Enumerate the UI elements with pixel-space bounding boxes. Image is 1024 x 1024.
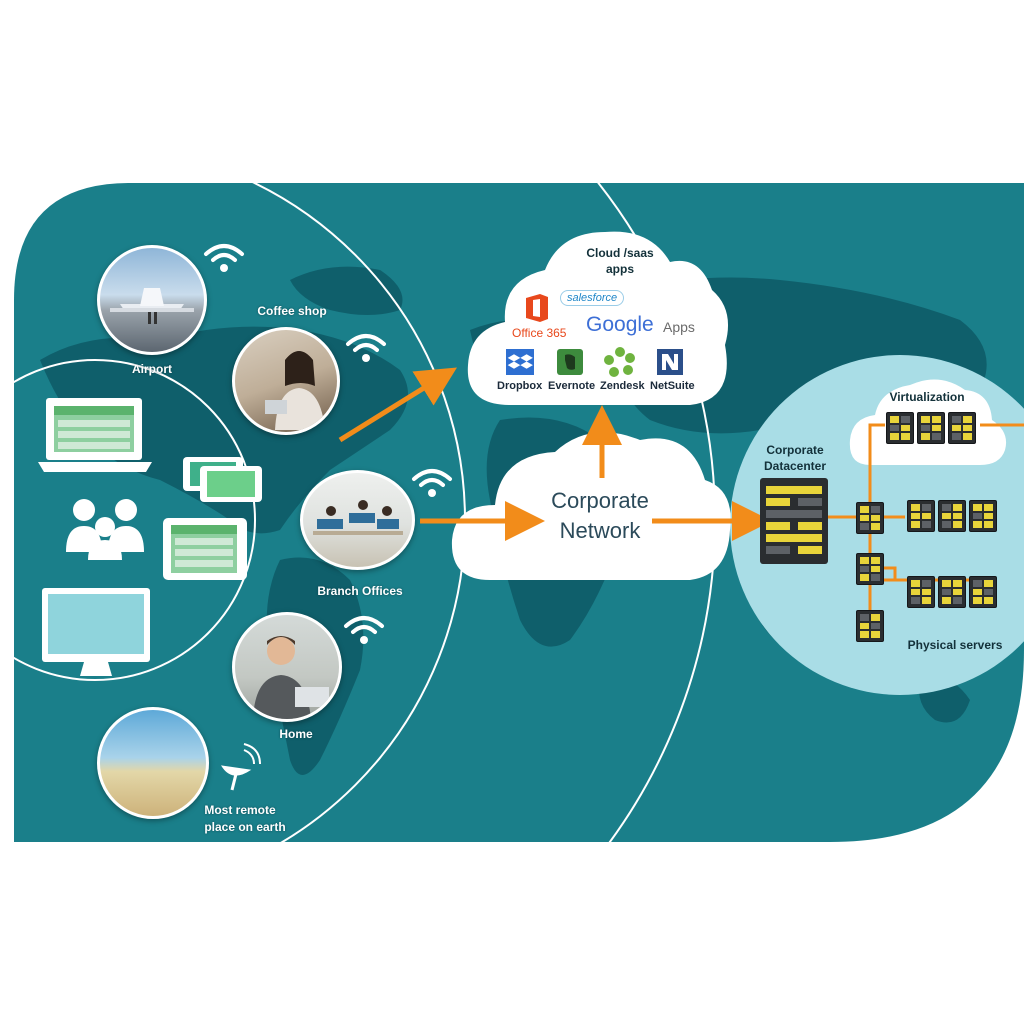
evernote-logo xyxy=(556,348,584,376)
salesforce-label: salesforce xyxy=(560,290,625,306)
evernote-icon xyxy=(557,349,583,375)
physical-servers-label: Physical servers xyxy=(907,638,1003,652)
server-icon xyxy=(907,500,935,532)
server-icon xyxy=(969,576,997,608)
zendesk-logo xyxy=(604,346,636,378)
datacenter-rack xyxy=(760,478,828,564)
airplane-icon xyxy=(110,288,194,324)
corporate-network-cloud xyxy=(451,432,731,580)
evernote-label: Evernote xyxy=(548,380,596,392)
monitor-icon xyxy=(42,588,150,676)
office-desks-icon xyxy=(313,500,403,535)
phones-icon xyxy=(183,457,262,502)
zendesk-label: Zendesk xyxy=(600,380,645,392)
wifi-icon xyxy=(344,616,384,644)
corporate-datacenter-label-1: Corporate xyxy=(766,443,824,457)
users-icon xyxy=(66,499,144,560)
office365-logo xyxy=(520,294,554,322)
server-icon xyxy=(856,553,884,585)
wifi-icon xyxy=(204,244,244,272)
netsuite-icon xyxy=(657,349,683,375)
laptop-icon xyxy=(38,398,152,472)
server-icon xyxy=(856,610,884,642)
remote-place-label-1: Most remote xyxy=(204,803,276,817)
server-icon xyxy=(917,412,945,444)
tablet-icon xyxy=(163,518,247,580)
airport-photo xyxy=(97,245,207,355)
branch-offices-photo xyxy=(300,470,415,570)
office365-label: Office 365 xyxy=(512,326,567,340)
arrow-to-cloud-apps xyxy=(338,367,457,443)
man-icon xyxy=(253,636,329,719)
satellite-dish-icon xyxy=(221,743,261,791)
virtualization-label: Virtualization xyxy=(889,390,965,404)
coffee-shop-photo xyxy=(232,327,340,435)
server-icon xyxy=(856,502,884,534)
remote-place-label-2: place on earth xyxy=(204,820,286,834)
server-icon xyxy=(907,576,935,608)
corporate-network-label-1: Corporate xyxy=(551,488,649,513)
corporate-network-label-2: Network xyxy=(559,518,641,543)
google-label: Google xyxy=(586,313,654,336)
flow-arrows xyxy=(338,367,772,541)
cloud-apps-title-1: Cloud /saas xyxy=(586,246,654,260)
home-label: Home xyxy=(279,727,313,741)
server-icon xyxy=(938,576,966,608)
airport-label: Airport xyxy=(132,362,172,376)
office-icon xyxy=(526,294,548,322)
cloud-apps-title-2: apps xyxy=(605,262,634,276)
server-icon xyxy=(938,500,966,532)
wifi-icon xyxy=(412,469,452,497)
server-icon xyxy=(886,412,914,444)
netsuite-logo xyxy=(656,348,684,376)
corporate-datacenter-label-2: Datacenter xyxy=(763,459,827,473)
branch-offices-label: Branch Offices xyxy=(317,584,403,598)
remote-place-photo xyxy=(97,707,209,819)
server-icon xyxy=(969,500,997,532)
dropbox-logo xyxy=(505,348,535,376)
person-icon xyxy=(265,351,325,430)
netsuite-label: NetSuite xyxy=(650,380,695,392)
dropbox-icon xyxy=(506,349,534,375)
server-icon xyxy=(948,412,976,444)
dropbox-label: Dropbox xyxy=(497,380,543,392)
home-photo xyxy=(232,612,342,722)
coffee-shop-label: Coffee shop xyxy=(257,304,327,318)
wifi-icon xyxy=(346,334,386,362)
zendesk-icon xyxy=(604,347,635,377)
google-apps-label: Apps xyxy=(663,319,695,335)
